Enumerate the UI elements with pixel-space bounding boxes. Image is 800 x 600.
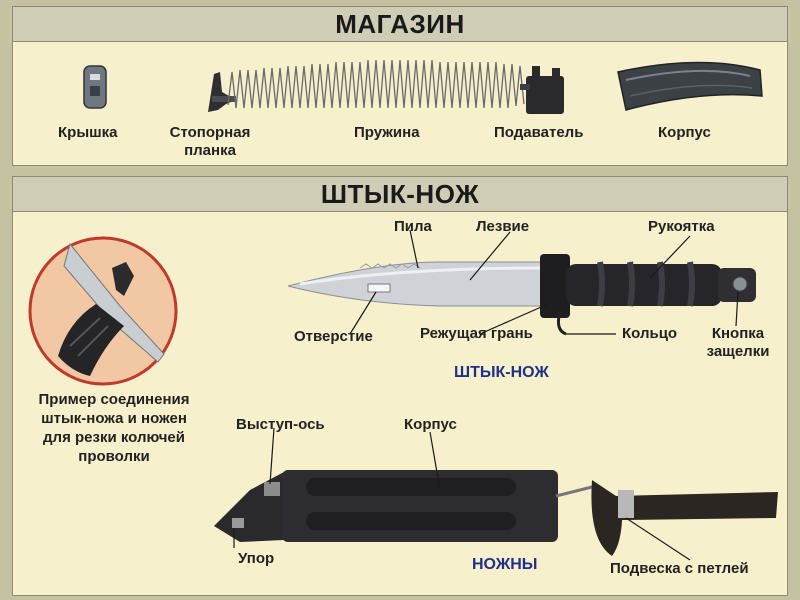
example-circle-image [28,236,178,386]
label-ring: Кольцо [622,325,678,342]
magazine-title: МАГАЗИН [13,7,787,42]
label-stop-plate-line1: Стопорная [169,124,251,141]
example-line2: штык-ножа и ножен [41,410,187,427]
sheath-image [214,470,778,556]
label-cover: Крышка [58,124,118,141]
example-line1: Пример соединения [38,391,190,408]
label-magazine-body: Корпус [658,124,711,141]
magazine-body-image [617,61,763,111]
label-stop-plate-line2: планка [184,142,236,159]
label-spring: Пружина [354,124,420,141]
leader-lines [233,229,739,561]
label-stop-plate: Стопорная планка [154,124,266,160]
example-line4: проволки [78,448,150,465]
label-latch-button-line1: Кнопка [711,325,765,342]
spring-image [227,59,525,109]
label-latch-button: Кнопка защелки [692,325,784,361]
follower-image [520,66,564,114]
label-sheath-body: Корпус [404,416,457,433]
example-line3: для резки колючей [43,429,185,446]
label-stop: Упор [238,550,275,567]
label-handle: Рукоятка [648,218,715,235]
label-hole: Отверстие [294,328,373,345]
bayonet-title: ШТЫК-НОЖ [13,177,787,212]
label-follower: Подаватель [494,124,584,141]
label-blade: Лезвие [476,218,530,235]
label-cutting-edge: Режущая грань [420,325,533,342]
caption-bayonet: ШТЫК-НОЖ [454,364,549,381]
label-saw: Пила [394,218,432,235]
example-caption: Пример соединения штык-ножа и ножен для … [14,390,214,466]
label-lug-axis: Выступ-ось [236,416,325,433]
label-latch-button-line2: защелки [706,343,770,360]
caption-sheath: НОЖНЫ [472,556,538,573]
bayonet-knife-image [287,254,756,336]
label-hanger: Подвеска с петлей [610,560,749,577]
magazine-cover-image [83,65,107,109]
